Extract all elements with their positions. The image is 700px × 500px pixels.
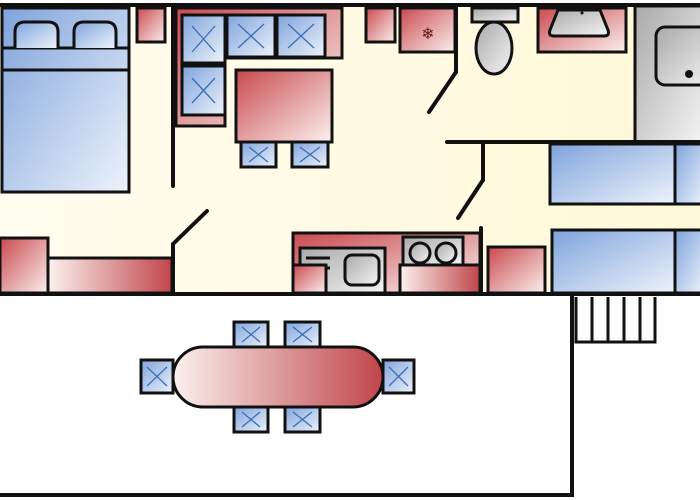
terrace-chair [232, 320, 270, 349]
door[interactable] [456, 178, 485, 220]
terrace-chair [283, 405, 322, 434]
shower [633, 4, 700, 144]
dresser [46, 256, 174, 295]
dining-chair [290, 140, 330, 169]
wardrobe [0, 236, 50, 295]
bench-seat [180, 13, 327, 117]
terrace-chair [283, 320, 322, 349]
walls [0, 3, 700, 296]
terrace-outline [0, 294, 574, 497]
nightstand [135, 6, 167, 44]
door[interactable] [171, 209, 209, 246]
stove [401, 235, 465, 267]
corner-bench [174, 6, 344, 128]
terrace-chair [139, 358, 175, 395]
toilet [470, 6, 520, 76]
terrace-chair [381, 358, 416, 395]
terrace-chair [232, 405, 270, 434]
double-bed [0, 6, 131, 194]
cupboard [364, 6, 397, 44]
cabinet [486, 245, 547, 295]
counter-cabinet [291, 263, 328, 295]
single-bed [550, 228, 700, 295]
terrace-table [171, 345, 385, 409]
fridge: ❄ [398, 6, 457, 54]
door[interactable] [427, 70, 458, 114]
oven-cabinet [398, 263, 482, 295]
snowflake-icon: ❄ [421, 24, 434, 43]
dining-table [234, 68, 334, 144]
dining-chair [239, 140, 278, 169]
steps [574, 297, 657, 344]
washbasin [536, 6, 628, 54]
single-bed [548, 142, 700, 206]
